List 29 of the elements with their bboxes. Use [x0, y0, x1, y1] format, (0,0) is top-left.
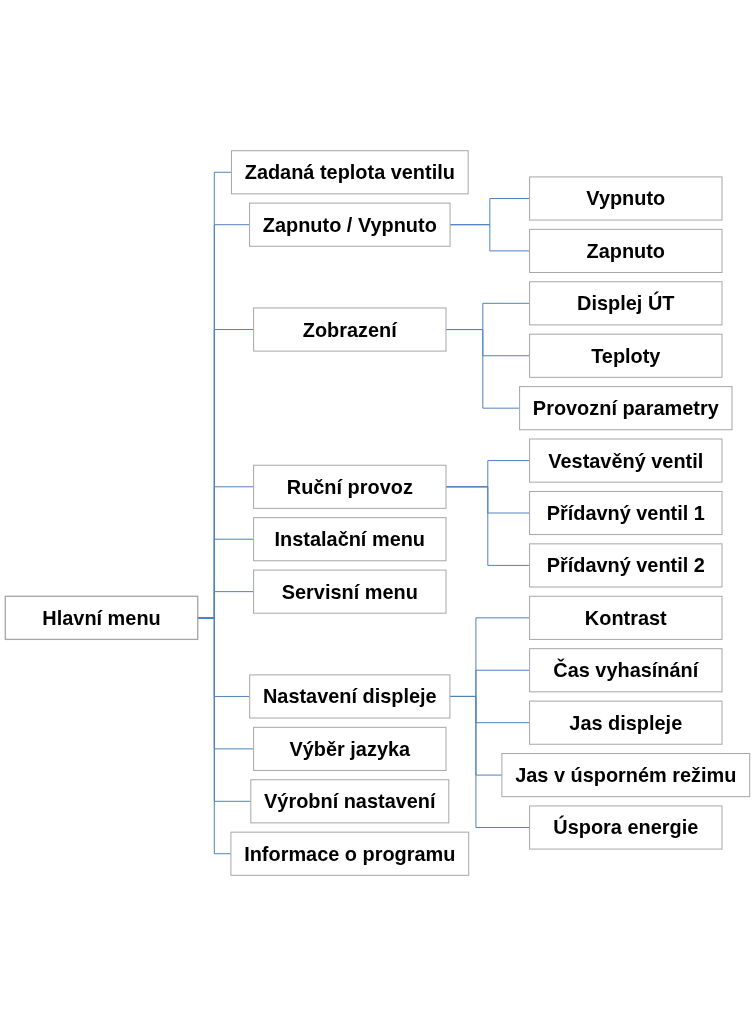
node-box: Vypnuto — [529, 176, 723, 221]
node-box: Zapnuto / Vypnuto — [249, 202, 451, 247]
connector — [449, 224, 531, 252]
node-box: Hlavní menu — [4, 595, 199, 641]
node-box: Kontrast — [529, 595, 723, 640]
node-box: Zobrazení — [253, 307, 447, 352]
node-box: Zadaná teplota ventilu — [230, 150, 469, 195]
node-box: Přídavný ventil 2 — [529, 543, 723, 588]
node-box: Přídavný ventil 1 — [529, 490, 723, 536]
node-box: Nastavení displeje — [249, 674, 451, 719]
node-box: Zapnuto — [529, 228, 723, 273]
node-box: Displej ÚT — [529, 281, 723, 326]
connector — [197, 617, 232, 855]
node-box: Servisní menu — [253, 569, 447, 614]
node-box: Jas displeje — [529, 700, 723, 745]
node-box: Informace o programu — [230, 831, 470, 876]
connector — [445, 486, 531, 566]
connector — [449, 695, 531, 828]
node-box: Instalační menu — [253, 517, 447, 562]
node-box: Ruční provoz — [253, 464, 447, 509]
node-box: Vestavěný ventil — [529, 438, 723, 483]
node-box: Čas vyhasínání — [529, 648, 723, 693]
node-box: Jas v úsporném režimu — [501, 753, 751, 798]
node-box: Teploty — [529, 333, 723, 378]
node-box: Provozní parametry — [519, 386, 733, 431]
node-box: Výrobní nastavení — [250, 779, 450, 824]
node-box: Úspora energie — [529, 805, 723, 850]
connector — [445, 329, 521, 409]
node-box: Výběr jazyka — [253, 726, 447, 771]
